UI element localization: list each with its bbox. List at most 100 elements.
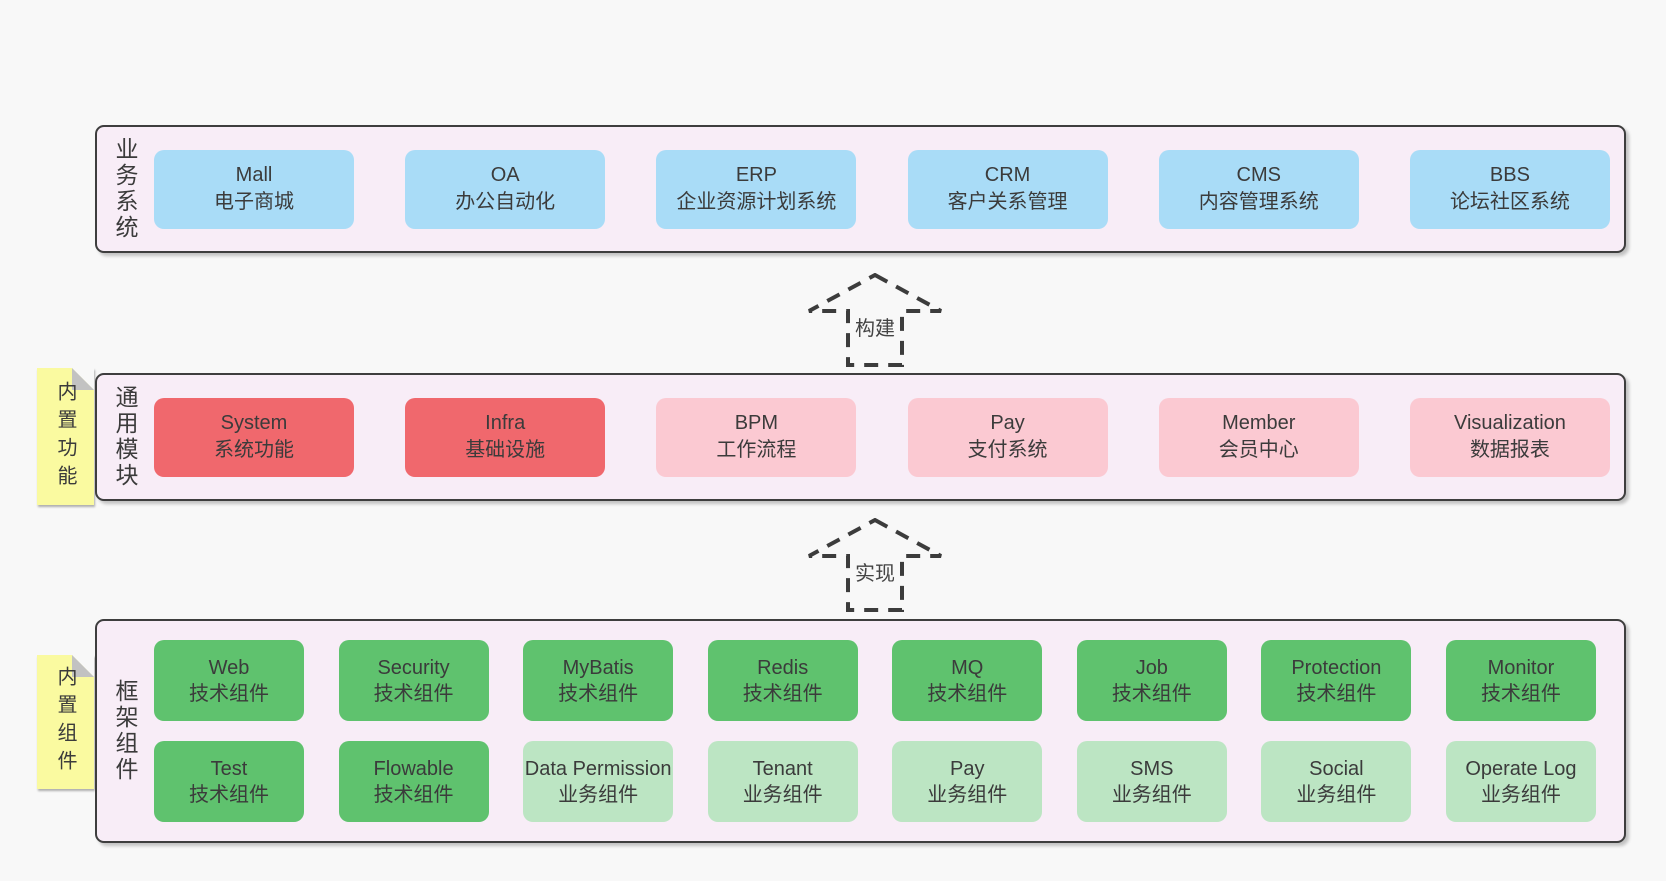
modules-boxes-row: System 系统功能 Infra 基础设施 BPM 工作流程 Pay 支付系统… xyxy=(154,375,1610,499)
build-arrow: 构建 xyxy=(807,273,943,367)
box-title: Infra xyxy=(485,412,526,434)
box-subtitle: 技术组件 xyxy=(189,783,269,806)
box-title: Social xyxy=(1309,757,1364,780)
box-title: Monitor xyxy=(1487,656,1555,679)
box-title: ERP xyxy=(735,164,777,186)
panel-label-framework-components: 框架组件 xyxy=(112,679,138,783)
box-subtitle: 业务组件 xyxy=(1480,783,1561,806)
box-flowable: Flowable 技术组件 xyxy=(338,741,489,822)
box-subtitle: 技术组件 xyxy=(189,682,269,705)
box-subtitle: 技术组件 xyxy=(1296,682,1377,705)
box-title: CRM xyxy=(984,164,1031,186)
box-title: MyBatis xyxy=(562,656,634,679)
box-erp: ERP 企业资源计划系统 xyxy=(656,149,857,229)
box-crm: CRM 客户关系管理 xyxy=(907,149,1108,229)
box-title: CMS xyxy=(1236,164,1281,186)
box-job: Job 技术组件 xyxy=(1076,640,1227,721)
dashed-up-arrow-icon xyxy=(808,518,942,612)
box-protection: Protection 技术组件 xyxy=(1261,640,1412,721)
panel-label-common-modules: 通用模块 xyxy=(112,385,138,489)
box-title: Web xyxy=(208,656,250,679)
box-subtitle: 业务组件 xyxy=(1296,783,1377,806)
box-subtitle: 业务组件 xyxy=(742,783,823,806)
box-data-permission: Data Permission 业务组件 xyxy=(523,741,674,822)
box-subtitle: 业务组件 xyxy=(1111,783,1192,806)
box-title: Protection xyxy=(1291,656,1382,679)
box-title: Member xyxy=(1222,412,1296,434)
box-title: MQ xyxy=(951,656,984,679)
sticky-note-builtin-features: 内置功能 xyxy=(37,368,94,505)
box-subtitle: 技术组件 xyxy=(927,682,1008,705)
box-title: OA xyxy=(490,164,520,186)
box-test: Test 技术组件 xyxy=(154,741,304,822)
box-subtitle: 技术组件 xyxy=(1111,682,1192,705)
box-mq: MQ 技术组件 xyxy=(892,640,1043,721)
arrow-label: 构建 xyxy=(852,312,898,341)
box-operate-log: Operate Log 业务组件 xyxy=(1445,741,1596,822)
box-member: Member 会员中心 xyxy=(1158,397,1359,477)
box-cms: CMS 内容管理系统 xyxy=(1158,149,1359,229)
box-subtitle: 工作流程 xyxy=(716,439,797,461)
box-security: Security 技术组件 xyxy=(338,640,489,721)
box-subtitle: 会员中心 xyxy=(1218,439,1299,461)
box-subtitle: 基础设施 xyxy=(465,439,546,461)
box-title: Pay xyxy=(990,412,1025,434)
box-subtitle: 技术组件 xyxy=(373,682,454,705)
arrow-label: 实现 xyxy=(852,557,898,586)
sticky-note-label: 内置组件 xyxy=(54,666,76,778)
box-subtitle: 论坛社区系统 xyxy=(1449,191,1570,213)
box-title: Tenant xyxy=(752,757,813,780)
box-bbs: BBS 论坛社区系统 xyxy=(1409,149,1610,229)
box-subtitle: 业务组件 xyxy=(558,783,639,806)
box-subtitle: 技术组件 xyxy=(558,682,639,705)
box-subtitle: 企业资源计划系统 xyxy=(676,191,837,213)
box-title: System xyxy=(220,412,288,434)
box-subtitle: 数据报表 xyxy=(1469,439,1550,461)
box-title: Flowable xyxy=(373,757,454,780)
box-oa: OA 办公自动化 xyxy=(405,149,606,229)
box-social: Social 业务组件 xyxy=(1261,741,1412,822)
box-title: BPM xyxy=(734,412,779,434)
box-bpm: BPM 工作流程 xyxy=(656,397,857,477)
box-title: BBS xyxy=(1489,164,1530,186)
box-subtitle: 电子商城 xyxy=(214,191,294,213)
box-monitor: Monitor 技术组件 xyxy=(1445,640,1596,721)
box-visualization: Visualization 数据报表 xyxy=(1409,397,1610,477)
box-subtitle: 技术组件 xyxy=(742,682,823,705)
box-subtitle: 技术组件 xyxy=(373,783,454,806)
components-boxes-grid: Web 技术组件 Security 技术组件 MyBatis 技术组件 Redi… xyxy=(154,640,1596,822)
box-infra: Infra 基础设施 xyxy=(405,397,606,477)
box-title: Job xyxy=(1135,656,1168,679)
components-row-1: Web 技术组件 Security 技术组件 MyBatis 技术组件 Redi… xyxy=(154,640,1596,721)
box-mall: Mall 电子商城 xyxy=(154,149,354,229)
box-title: Security xyxy=(377,656,450,679)
box-redis: Redis 技术组件 xyxy=(707,640,858,721)
business-systems-panel: 业务系统 Mall 电子商城 OA 办公自动化 ERP 企业资源计划系统 CRM… xyxy=(95,125,1626,253)
box-title: Pay xyxy=(950,757,985,780)
box-subtitle: 内容管理系统 xyxy=(1198,191,1319,213)
components-row-2: Test 技术组件 Flowable 技术组件 Data Permission … xyxy=(154,741,1596,822)
box-subtitle: 业务组件 xyxy=(927,783,1008,806)
box-title: Data Permission xyxy=(524,757,672,780)
box-tenant: Tenant 业务组件 xyxy=(707,741,858,822)
box-pay-component: Pay 业务组件 xyxy=(892,741,1043,822)
common-modules-panel: 通用模块 System 系统功能 Infra 基础设施 BPM 工作流程 Pay… xyxy=(95,373,1626,501)
box-pay-module: Pay 支付系统 xyxy=(907,397,1108,477)
box-title: Redis xyxy=(757,656,809,679)
box-web: Web 技术组件 xyxy=(154,640,304,721)
box-subtitle: 技术组件 xyxy=(1480,682,1561,705)
business-boxes-row: Mall 电子商城 OA 办公自动化 ERP 企业资源计划系统 CRM 客户关系… xyxy=(154,127,1610,251)
box-sms: SMS 业务组件 xyxy=(1076,741,1227,822)
framework-components-panel: 框架组件 Web 技术组件 Security 技术组件 MyBatis 技术组件… xyxy=(95,619,1626,843)
box-mybatis: MyBatis 技术组件 xyxy=(523,640,674,721)
box-title: Test xyxy=(210,757,248,780)
sticky-note-label: 内置功能 xyxy=(54,380,76,493)
sticky-note-builtin-components: 内置组件 xyxy=(37,655,94,789)
box-title: Operate Log xyxy=(1465,757,1577,780)
dashed-up-arrow-icon xyxy=(808,273,942,367)
panel-label-business-systems: 业务系统 xyxy=(112,137,138,241)
implement-arrow: 实现 xyxy=(807,518,943,612)
box-title: Visualization xyxy=(1453,412,1566,434)
box-subtitle: 办公自动化 xyxy=(455,191,556,213)
